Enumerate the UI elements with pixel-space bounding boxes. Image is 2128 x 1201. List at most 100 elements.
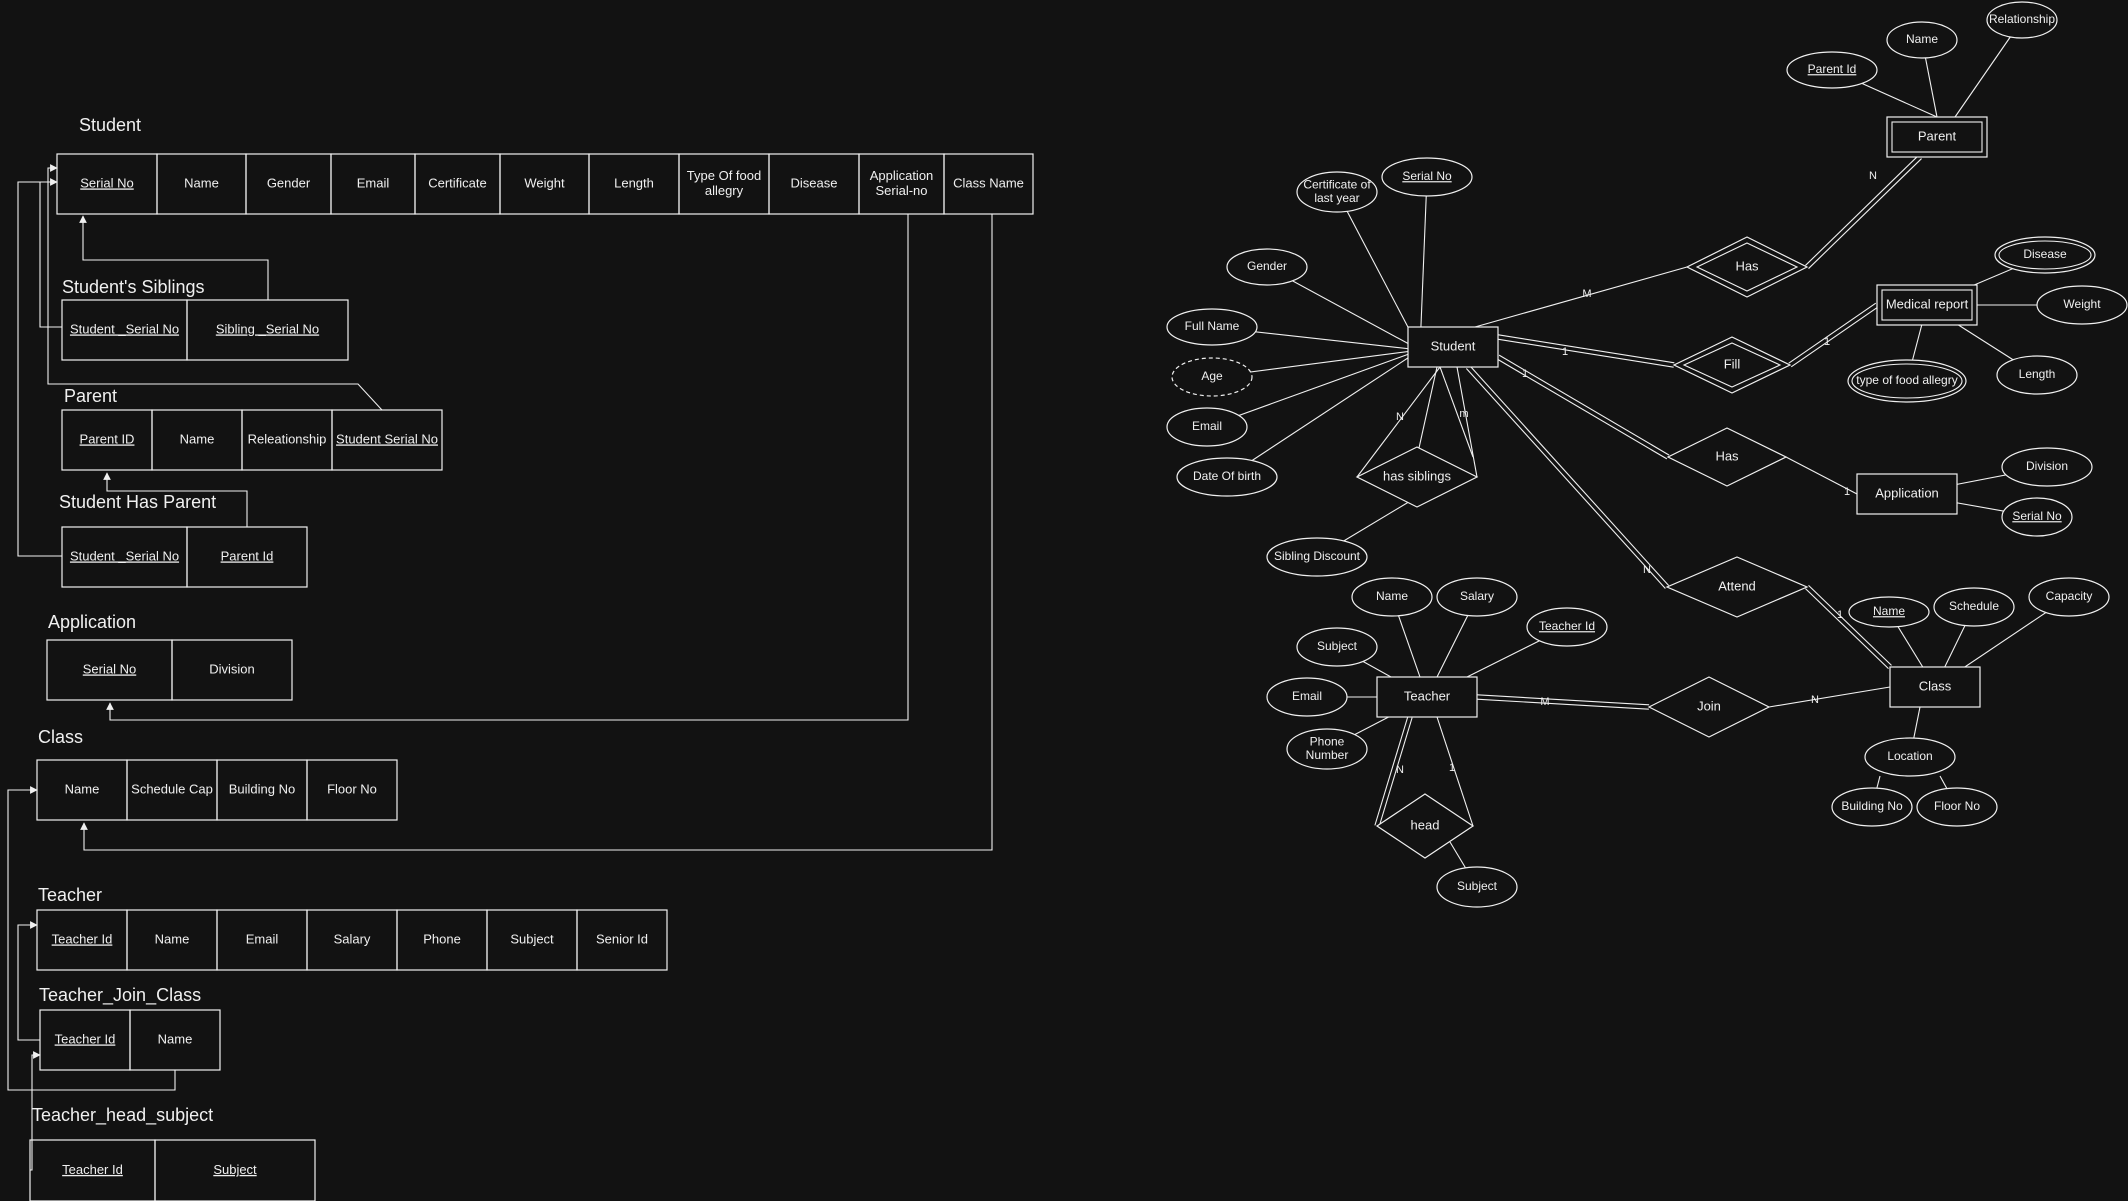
attribute-label: Division xyxy=(2026,459,2068,473)
cardinality-label: 1 xyxy=(1522,368,1528,380)
attribute-label-line-1: Phone xyxy=(1310,734,1345,748)
relationship-has-siblings: has siblings xyxy=(1355,446,1479,508)
cardinality-label: 1 xyxy=(1824,336,1830,348)
attribute-label: Full Name xyxy=(1185,319,1240,333)
column-label: Teacher Id xyxy=(55,1031,116,1046)
column-label: Subject xyxy=(213,1162,257,1177)
attribute-label: Gender xyxy=(1247,259,1287,273)
cardinality-label: N xyxy=(1811,694,1819,706)
fk-join-class-arrow xyxy=(7,786,176,1091)
connectors xyxy=(7,164,993,1171)
participation-line xyxy=(1416,366,1438,458)
participation-line xyxy=(1768,686,1891,708)
column-label: Gender xyxy=(267,175,311,190)
column-label: Student Serial No xyxy=(336,431,438,446)
attribute-student-gender: Gender xyxy=(1226,248,1308,286)
participation-double-a xyxy=(1805,588,1889,669)
attribute-label: Name xyxy=(1376,589,1408,603)
cardinality-label: N xyxy=(1643,564,1651,576)
attribute-label: Schedule xyxy=(1949,599,1999,613)
attribute-ellipse xyxy=(2001,497,2073,537)
attribute-ellipse xyxy=(1436,866,1518,908)
attribute-division: Division xyxy=(2001,447,2093,487)
relationship-diamond xyxy=(1665,556,1809,618)
column-label: Name xyxy=(184,175,219,190)
column-label: Teacher Id xyxy=(62,1162,123,1177)
attribute-ellipse xyxy=(1176,457,1278,497)
multivalued-inner-ellipse xyxy=(1851,363,1963,399)
attribute-ellipse xyxy=(2001,447,2093,487)
table-title-teacher: Teacher xyxy=(38,885,102,905)
attribute-student-age: Age xyxy=(1171,357,1253,397)
attribute-label: Disease xyxy=(2023,247,2067,261)
identifying-diamond-inner xyxy=(1695,242,1799,292)
attribute-disease: Disease xyxy=(1994,236,2096,274)
attribute-label: Serial No xyxy=(2012,509,2062,523)
fk-student-serial-arrow xyxy=(39,178,62,328)
column-label: Subject xyxy=(510,931,554,946)
relationship-diamond xyxy=(1647,676,1771,738)
participation-double-a xyxy=(1374,716,1409,826)
participation-double-b xyxy=(1788,302,1877,364)
attribute-label: Location xyxy=(1887,749,1932,763)
attribute-food-allergy: type of food allegry xyxy=(1847,359,1967,403)
column-label: Class Name xyxy=(953,175,1024,190)
attribute-label-line-2: Number xyxy=(1306,748,1349,762)
attribute-length: Length xyxy=(1996,355,2078,395)
relationship-diamond xyxy=(1375,793,1475,859)
relationship-label: Has xyxy=(1715,448,1739,463)
participation-line xyxy=(1785,456,1858,495)
relationship-attend: Attend xyxy=(1665,556,1809,618)
entity-parent: Parent xyxy=(1886,116,1988,158)
cardinality-label: 1 xyxy=(1449,762,1455,774)
attribute-ellipse xyxy=(1786,51,1878,89)
relationship-has-parent: Has xyxy=(1685,236,1809,298)
column-label: Name xyxy=(158,1031,193,1046)
attribute-label: Relationship xyxy=(1989,12,2055,26)
participation-line xyxy=(1436,716,1474,827)
table-title-application: Application xyxy=(48,612,136,632)
attribute-ellipse xyxy=(1171,357,1253,397)
attribute-parent-name: Name xyxy=(1886,21,1958,59)
column-label: Email xyxy=(357,175,390,190)
entity-label: Student xyxy=(1431,338,1476,353)
column-label: Weight xyxy=(524,175,565,190)
attribute-label: Date Of birth xyxy=(1193,469,1261,483)
entity-label: Medical report xyxy=(1886,296,1969,311)
relationship-diamond xyxy=(1672,336,1792,394)
table-cell xyxy=(576,909,668,971)
relationship-label: Join xyxy=(1697,698,1721,713)
fk-sibling-serial-arrow xyxy=(79,215,269,300)
weak-entity-inner-box xyxy=(1881,289,1973,321)
identifying-diamond-inner xyxy=(1682,342,1782,388)
attribute-head-subject: Subject xyxy=(1436,866,1518,908)
relationship-label: has siblings xyxy=(1383,468,1451,483)
relationship-has-application: Has xyxy=(1666,427,1788,487)
attribute-label: Weight xyxy=(2063,297,2101,311)
column-label: Building No xyxy=(229,781,296,796)
attribute-label: Teacher Id xyxy=(1539,619,1595,633)
attribute-label: Salary xyxy=(1460,589,1494,603)
attribute-ellipse xyxy=(1847,359,1967,403)
attribute-ellipse xyxy=(2028,577,2110,617)
attribute-ellipse xyxy=(1864,737,1956,777)
relationship-head: head xyxy=(1375,793,1475,859)
attribute-parent-relationship: Relationship xyxy=(1986,1,2058,39)
column-label: Disease xyxy=(791,175,838,190)
entity-student: Student xyxy=(1407,326,1499,368)
entity-application: Application xyxy=(1856,473,1958,515)
fk-join-teacher-arrow xyxy=(17,921,40,1041)
fk-application-serial-arrow xyxy=(106,214,909,721)
cardinality-label: N xyxy=(1396,764,1404,776)
column-label: Floor No xyxy=(327,781,377,796)
attribute-student-dob: Date Of birth xyxy=(1176,457,1278,497)
attribute-ellipse xyxy=(1994,236,2096,274)
column-label: Schedule Cap xyxy=(131,781,213,796)
attribute-class-schedule: Schedule xyxy=(1933,587,2015,627)
attribute-teacher-email: Email xyxy=(1266,677,1348,717)
attribute-label: Age xyxy=(1201,369,1223,383)
